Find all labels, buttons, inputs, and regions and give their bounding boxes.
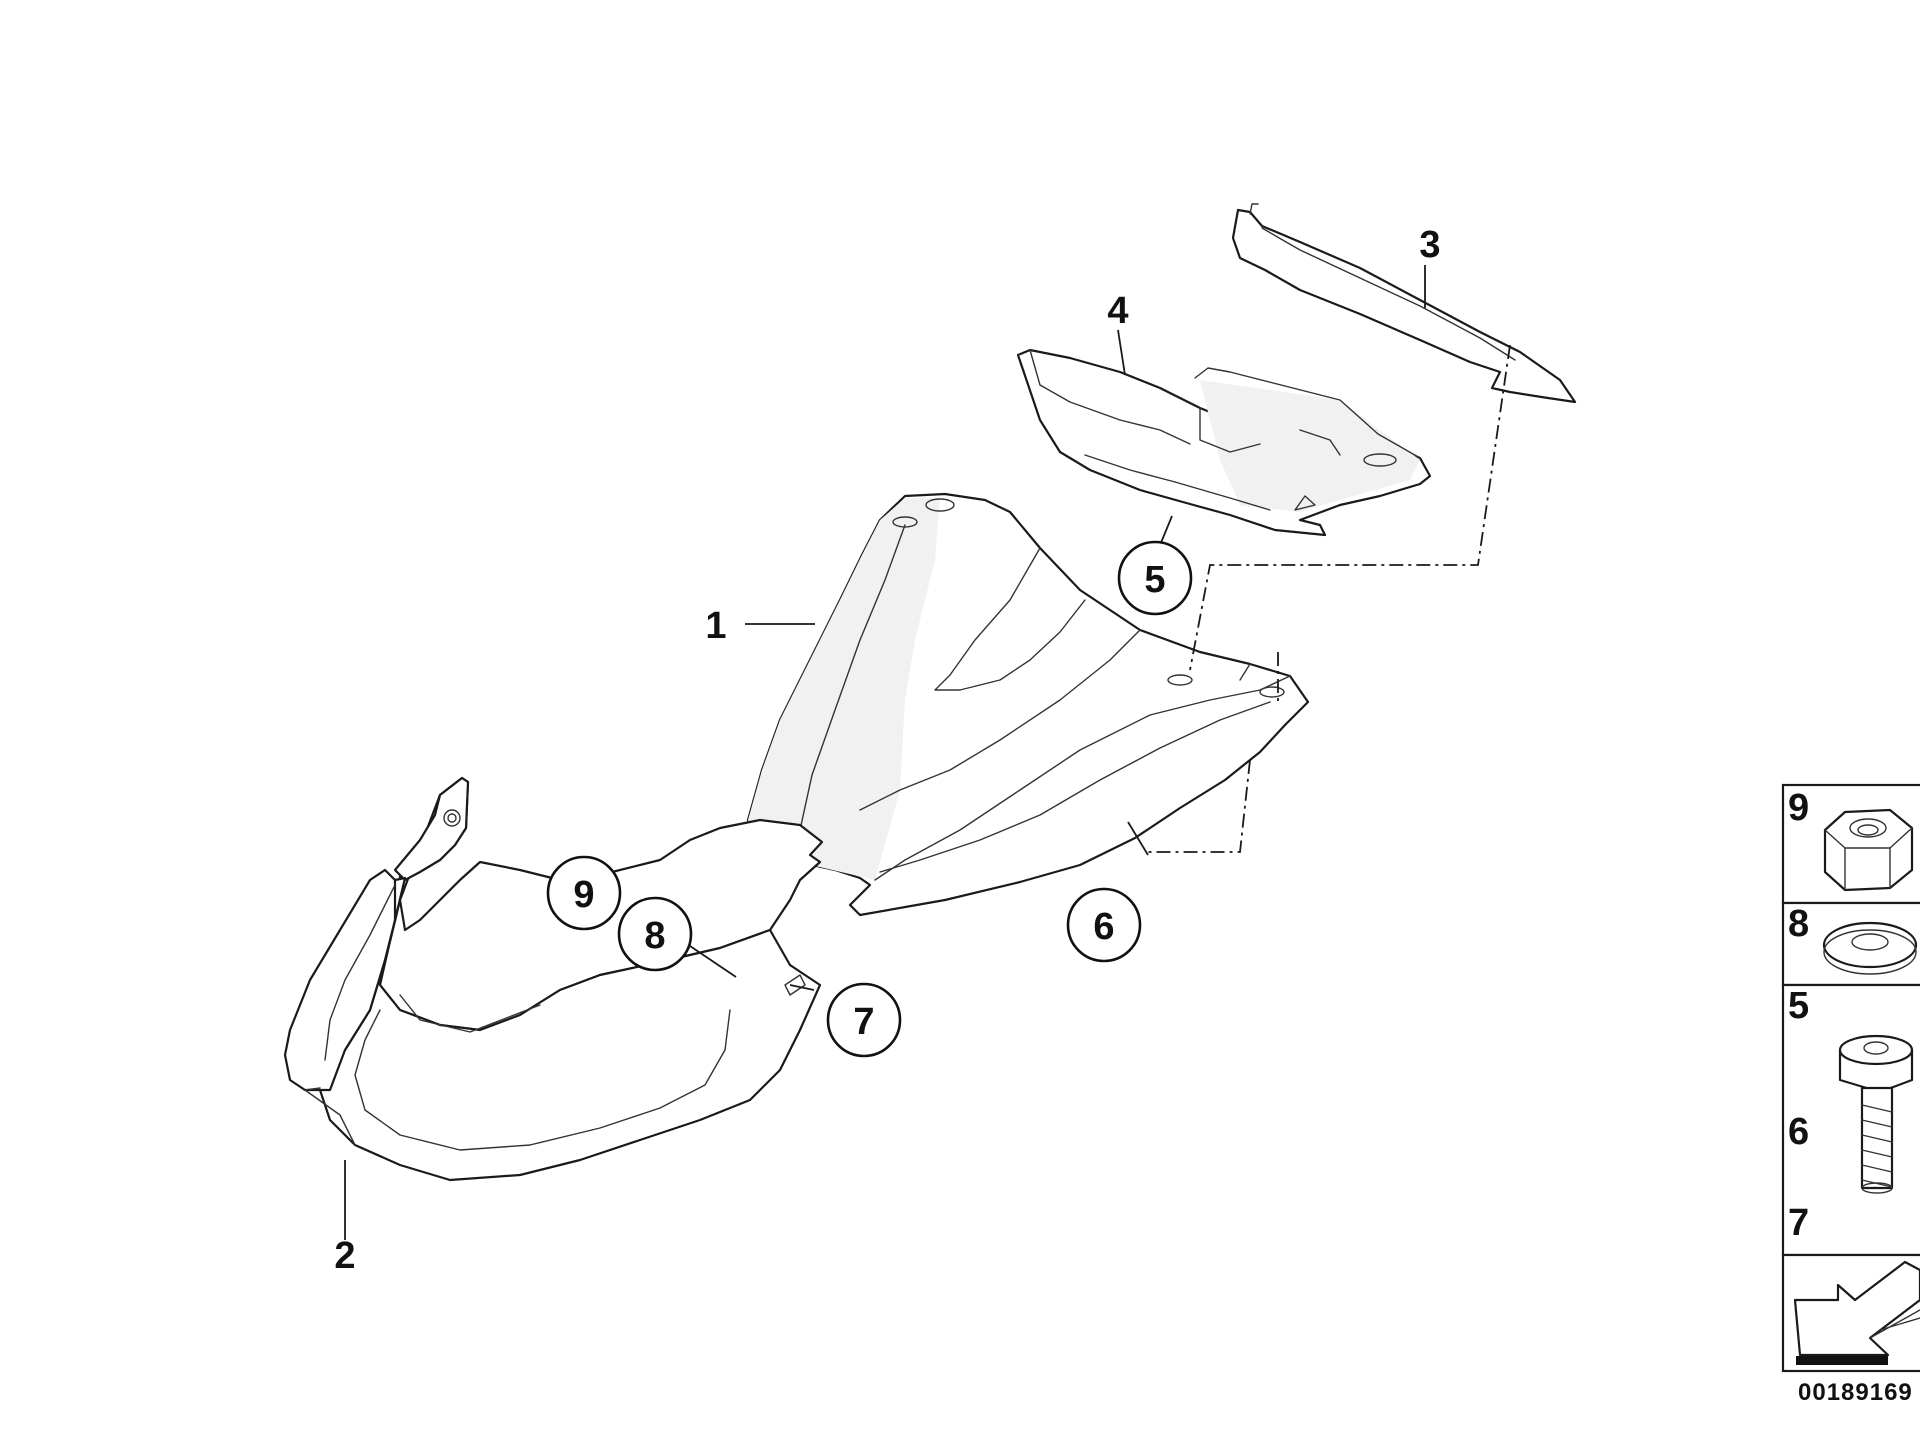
- hardware-legend: 9 8 5 6 7: [1781, 783, 1920, 1373]
- hex-nut-icon: [1823, 808, 1914, 892]
- svg-text:9: 9: [573, 874, 594, 916]
- callout-6: 6: [1066, 887, 1142, 963]
- svg-text:5: 5: [1144, 559, 1165, 601]
- legend-label-9: 9: [1788, 787, 1809, 829]
- legend-label-5: 5: [1788, 985, 1809, 1027]
- legend-label-6: 6: [1788, 1111, 1809, 1153]
- callout-9: 9: [546, 855, 622, 931]
- part-3-bracket: [1231, 203, 1577, 404]
- torx-bolt-icon: [1838, 1034, 1914, 1194]
- part-4-carrier: [1016, 348, 1432, 537]
- legend-label-8: 8: [1788, 903, 1809, 945]
- callout-1: 1: [705, 605, 726, 647]
- reference-number: 00189169: [1798, 1379, 1913, 1406]
- callout-5: 5: [1117, 540, 1193, 616]
- callout-8: 8: [617, 896, 693, 972]
- callout-4: 4: [1107, 290, 1128, 332]
- washer-icon: [1822, 921, 1918, 975]
- leader-lines: [344, 265, 1511, 1240]
- callout-2: 2: [334, 1235, 355, 1277]
- direction-arrow-icon: [1793, 1260, 1920, 1365]
- part-2-lower-fairing: [283, 776, 824, 1182]
- svg-text:8: 8: [644, 915, 665, 957]
- legend-label-7: 7: [1788, 1202, 1809, 1244]
- callout-3: 3: [1419, 224, 1440, 266]
- callout-7: 7: [826, 982, 902, 1058]
- part-1-front-cowl: [746, 492, 1310, 917]
- svg-text:7: 7: [853, 1001, 874, 1043]
- svg-text:6: 6: [1093, 906, 1114, 948]
